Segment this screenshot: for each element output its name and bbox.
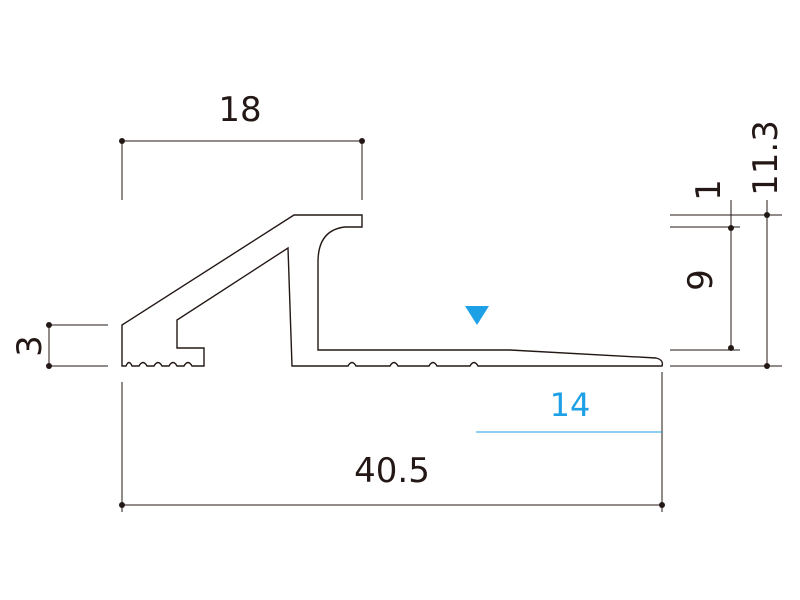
right-total-dot-top	[764, 212, 770, 218]
overall-width-dot-right	[659, 502, 665, 508]
overall-width-dot-left	[119, 502, 125, 508]
left-height-label: 3	[10, 335, 50, 357]
right-mid-dot-top	[728, 225, 734, 231]
overall-width-label: 40.5	[354, 451, 430, 491]
right-total-dot-bottom	[764, 363, 770, 369]
top-width-dot-left	[119, 138, 125, 144]
right-mid-label: 9	[681, 269, 721, 291]
top-width-label: 18	[218, 90, 261, 130]
accent-width-label: 14	[550, 386, 591, 424]
triangle-down-icon	[465, 306, 489, 325]
left-height-dot-top	[46, 322, 52, 328]
right-mid-dot-bottom	[728, 345, 734, 351]
right-small-label: 1	[689, 179, 729, 201]
left-height-dot-bottom	[46, 363, 52, 369]
profile-outline	[121, 214, 664, 367]
right-total-label: 11.3	[746, 120, 786, 196]
top-width-dot-right	[359, 138, 365, 144]
